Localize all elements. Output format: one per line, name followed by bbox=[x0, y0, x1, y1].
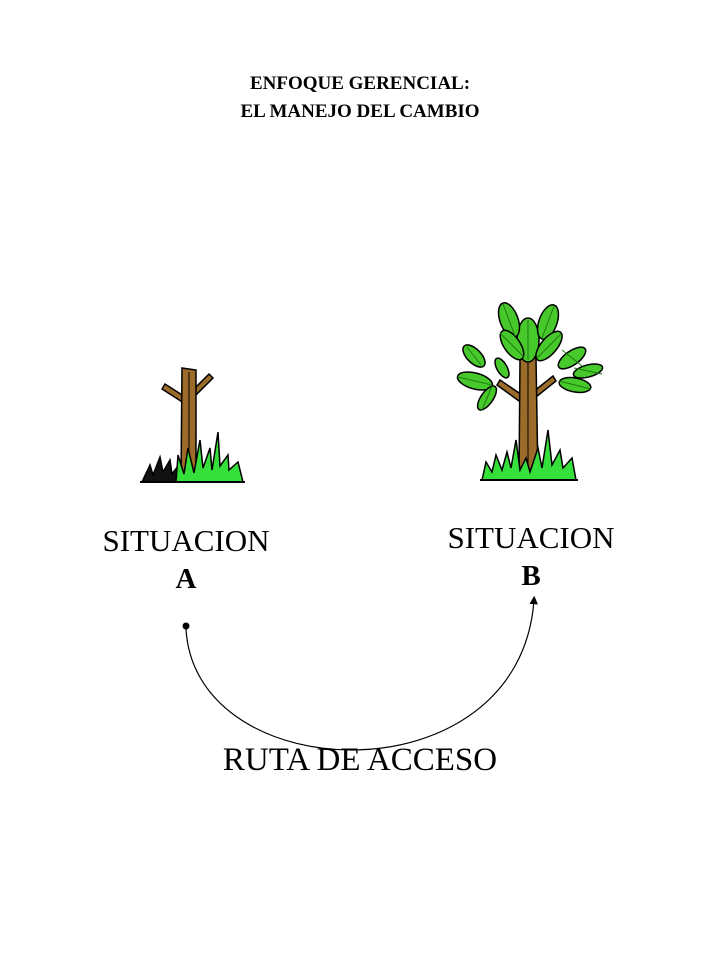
situation-b-label: SITUACION bbox=[447, 520, 615, 555]
access-route-arc bbox=[182, 595, 538, 751]
title-line-1: ENFOQUE GERENCIAL: bbox=[249, 73, 471, 94]
situation-a-letter: A bbox=[175, 563, 197, 595]
leafy-tree-icon bbox=[456, 302, 604, 481]
diagram-title: ENFOQUE GERENCIAL: EL MANEJO DEL CAMBIO bbox=[0, 70, 720, 126]
title-line-2: EL MANEJO DEL CAMBIO bbox=[240, 101, 480, 122]
situation-b-letter: B bbox=[521, 560, 541, 592]
start-point-dot bbox=[182, 622, 190, 630]
route-label: RUTA DE ACCESO bbox=[222, 742, 498, 778]
bare-tree-icon bbox=[140, 367, 245, 483]
situation-a-label: SITUACION bbox=[102, 523, 270, 558]
